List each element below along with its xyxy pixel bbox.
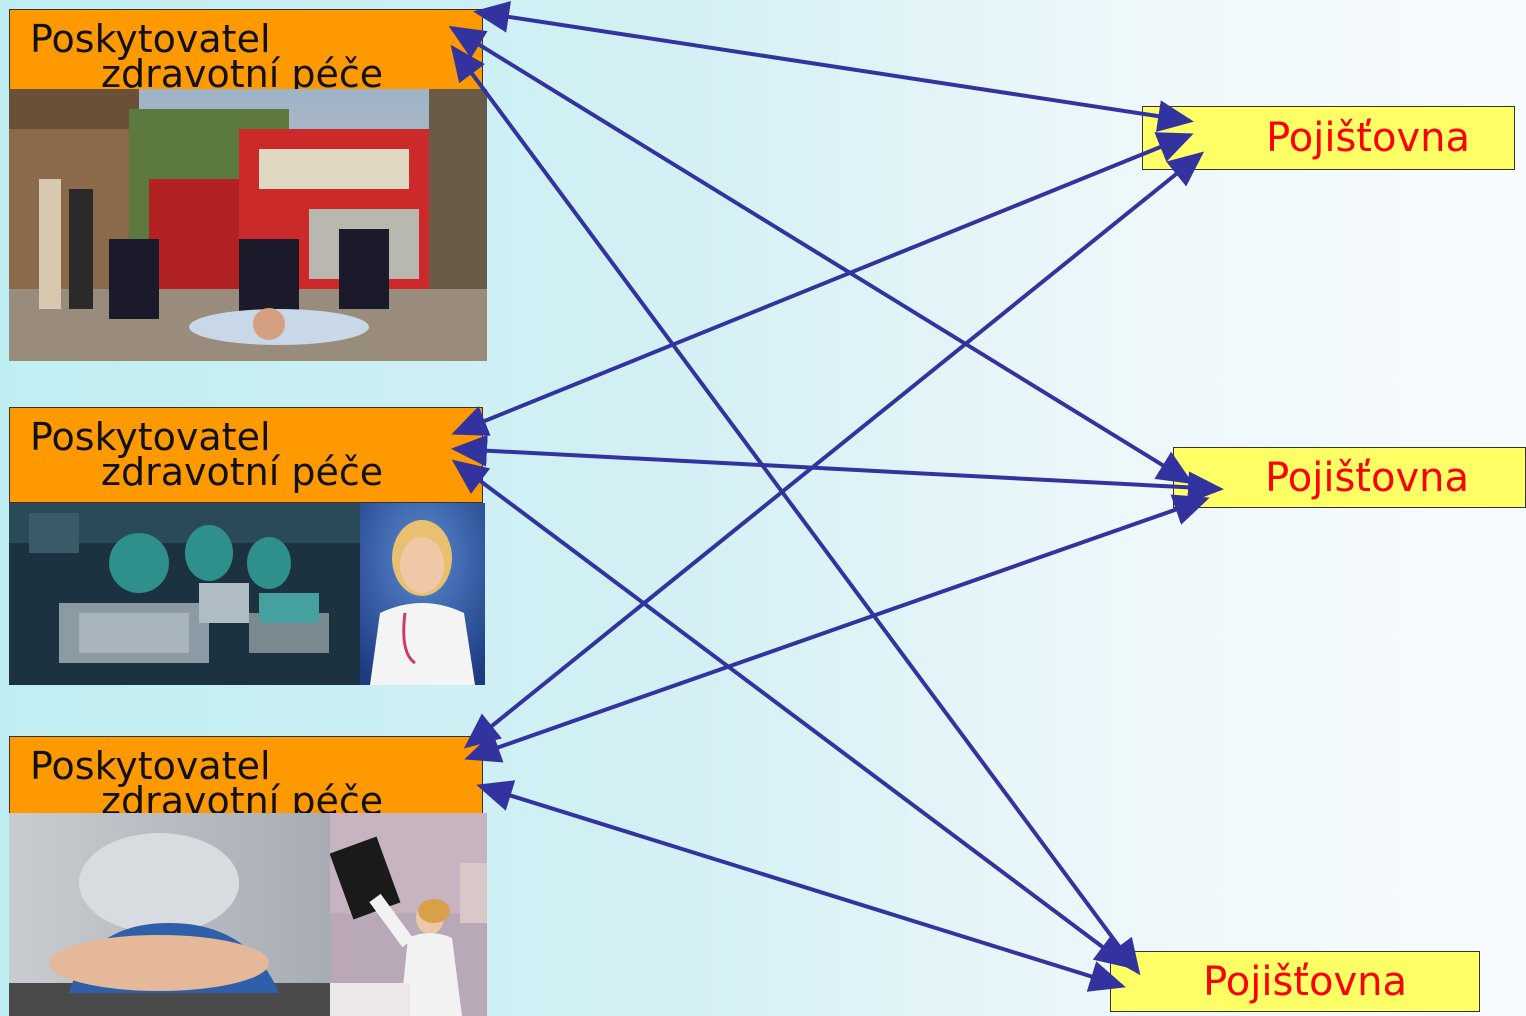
arrow-p2-i1 <box>451 132 1194 436</box>
provider-box-1: Poskytovatel zdravotní péče <box>9 9 483 91</box>
provider-label-line1: Poskytovatel <box>30 415 271 459</box>
arrow-p3-i3 <box>476 780 1126 992</box>
provider-label-line2: zdravotní péče <box>101 52 384 91</box>
insurer-label: Pojišťovna <box>1266 115 1470 161</box>
emergency-street-scene-photo <box>9 89 487 361</box>
arrow-p1-i2 <box>448 25 1194 485</box>
provider-label-line1: Poskytovatel <box>30 744 271 788</box>
arrow-p3-i2 <box>464 494 1210 763</box>
arrow-p3-i1 <box>463 151 1205 749</box>
exhausted-surgeon-photo <box>9 813 330 1016</box>
operating-room-photo <box>9 503 360 685</box>
arrow-p2-i3 <box>451 459 1132 969</box>
provider-label-line2: zdravotní péče <box>101 779 384 816</box>
provider-label-line2: zdravotní péče <box>101 450 384 494</box>
arrow-p2-i2 <box>451 434 1224 504</box>
insurer-box-1: Pojišťovna <box>1142 106 1515 170</box>
insurer-box-3: Pojišťovna <box>1110 951 1480 1012</box>
arrow-p1-i1 <box>473 1 1194 132</box>
insurer-box-2: Pojišťovna <box>1173 447 1526 508</box>
provider-box-2: Poskytovatel zdravotní péče <box>9 407 483 503</box>
insurer-label: Pojišťovna <box>1265 454 1469 501</box>
insurer-label: Pojišťovna <box>1203 958 1407 1005</box>
arrow-p1-i3 <box>450 44 1141 976</box>
provider-label-line1: Poskytovatel <box>30 17 271 61</box>
